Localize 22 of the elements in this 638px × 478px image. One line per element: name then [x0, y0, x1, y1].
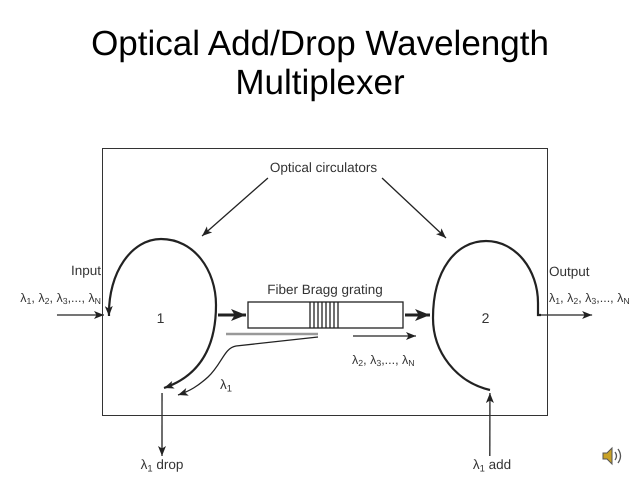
- port-label: λ$_{1}$ drop: [134, 456, 190, 474]
- arrow: [56, 310, 104, 319]
- wavelength-list: λ$_{2}$, λ$_{3}$,..., λ$_{N}$: [352, 351, 415, 369]
- wavelength-label: λ$_{1}$: [220, 376, 232, 394]
- diagram-title: Optical Add/Drop Wavelength Multiplexer: [90, 24, 550, 102]
- circulator-number: 1: [156, 308, 166, 326]
- callout-label: Optical circulators: [262, 158, 386, 178]
- port-label: Output: [549, 263, 591, 281]
- thick-arrow: [405, 309, 430, 322]
- circulator-number: 2: [480, 308, 490, 326]
- thick-arrow: [218, 309, 246, 321]
- arrow: [486, 393, 494, 456]
- wavelength-list: λ$_{1}$, λ$_{2}$, λ$_{3}$,..., λ$_{N}$: [549, 289, 637, 307]
- arrow: [541, 311, 592, 319]
- arrow: [382, 178, 446, 238]
- port-label: Input: [70, 262, 101, 280]
- port-label: λ$_{1}$ add: [466, 456, 518, 474]
- component-label: Fiber Bragg grating: [266, 282, 384, 298]
- arrow: [158, 393, 166, 456]
- device-frame: [102, 148, 548, 416]
- wavelength-list: λ$_{1}$, λ$_{2}$, λ$_{3}$,..., λ$_{N}$: [4, 289, 101, 307]
- arrow: [202, 178, 268, 236]
